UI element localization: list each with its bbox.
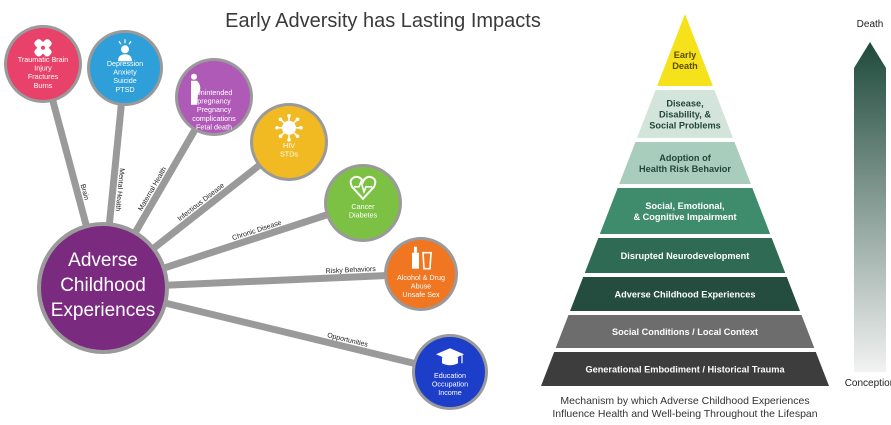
pyramid-level-label: Health Risk Behavior [639, 164, 731, 174]
bubble-text-line: Diabetes [349, 211, 378, 220]
outcome-bubbles: Traumatic BrainInjuryFracturesBurnsDepre… [4, 25, 488, 410]
bubble-fill [327, 167, 399, 239]
pyramid-level-band [555, 315, 815, 348]
pyramid-level-label: Early [674, 50, 697, 60]
pyramid-level-label: Death [672, 61, 698, 71]
pyramid-level-label: Adoption of [659, 153, 711, 163]
bubble-maternal-health: UnintendedpregnancyPregnancycomplication… [175, 58, 253, 136]
bubble-text-line: Cancer [351, 202, 375, 211]
bubble-text-line: Pregnancy [197, 105, 232, 114]
pyramid-level-label: Adverse Childhood Experiences [615, 290, 756, 300]
pyramid-level-band [541, 352, 829, 386]
hub-text-line: Experiences [51, 300, 156, 321]
lifespan-gradient-arrow [854, 42, 886, 372]
bubble-fill [415, 337, 485, 407]
spoke-label: Mental Health [114, 168, 125, 212]
pyramid-level-label: Disease, [666, 99, 703, 109]
hub-fill [41, 226, 165, 350]
bubble-text-line: Fetal death [196, 122, 232, 131]
bubble-text-line: Unsafe Sex [402, 290, 440, 299]
drinks-icon [412, 246, 432, 270]
pyramid-level-label: Social Conditions / Local Context [612, 327, 758, 337]
pyramid-level: Generational Embodiment / Historical Tra… [541, 352, 829, 386]
hub-text-line: Adverse [68, 250, 138, 271]
bubble-text-line: Income [438, 388, 462, 397]
bubble-text-line: Suicide [113, 76, 137, 85]
hub-text-line: Childhood [60, 275, 146, 296]
caption-line-2: Influence Health and Well-being Througho… [552, 408, 817, 420]
bubble-text-line: PTSD [115, 85, 134, 94]
bubble-text-line: Unintended [196, 88, 233, 97]
bubble-fill [7, 28, 79, 100]
spoke-label: Infectious Disease [177, 182, 226, 223]
pyramid-level-label: Social Problems [649, 121, 721, 131]
bubble-text-line: Fractures [28, 72, 59, 81]
pyramid-level-band [599, 188, 771, 234]
bubble-text-line: Occupation [432, 380, 468, 389]
pyramid-level: Social Conditions / Local Context [555, 315, 815, 348]
spoke-label: Brain [79, 183, 90, 201]
bubble-text-line: Traumatic Brain [18, 55, 68, 64]
pyramid-level-label: & Cognitive Impairment [633, 212, 736, 222]
graduation-cap-icon [436, 348, 464, 366]
bubble-text-line: pregnancy [197, 97, 231, 106]
bubble-fill [387, 240, 455, 308]
bubble-fill [90, 33, 160, 103]
bubble-text-line: Anxiety [113, 68, 137, 77]
pyramid-level-band [637, 90, 733, 138]
bubble-text-line: Alcohol & Drug [397, 273, 445, 282]
bubble-text-line: Education [434, 371, 466, 380]
pyramid-level: Disrupted Neurodevelopment [584, 238, 786, 273]
pregnant-woman-icon [191, 73, 201, 105]
bubble-fill [253, 106, 325, 178]
pyramid-level-band [584, 238, 786, 273]
bubble-text-line: Depression [107, 59, 143, 68]
bubble-text-line: STDs [280, 150, 298, 159]
virus-icon [275, 114, 303, 142]
pyramid-level-band [570, 277, 800, 311]
bubble-text-line: HIV [283, 141, 295, 150]
bubble-text-line: Abuse [411, 282, 431, 291]
pyramid-level-band [619, 142, 751, 184]
pyramid-level-label: Social, Emotional, [645, 201, 724, 211]
bubble-text-line: Burns [34, 81, 53, 90]
lifespan-arrow: Death Conception [845, 19, 891, 389]
spoke-label: Risky Behaviors [326, 266, 377, 275]
heart-pulse-icon [349, 175, 377, 201]
bubble-text-line: complications [192, 114, 236, 123]
death-label: Death [857, 19, 884, 30]
bandage-icon [34, 39, 52, 57]
bubble-text-line: Injury [34, 64, 52, 73]
main-title: Early Adversity has Lasting Impacts [225, 10, 541, 32]
pyramid-level: Disease,Disability, &Social Problems [637, 90, 733, 138]
pyramid-caption: Mechanism by which Adverse Childhood Exp… [552, 395, 817, 420]
pyramid-level-label: Disrupted Neurodevelopment [621, 251, 750, 261]
pyramid-level: Adverse Childhood Experiences [570, 277, 800, 311]
caption-line-1: Mechanism by which Adverse Childhood Exp… [560, 395, 809, 407]
conception-label: Conception [845, 378, 891, 389]
pyramid-level-label: Disability, & [659, 110, 711, 120]
pyramid-level-band [657, 14, 713, 86]
person-icon [118, 39, 132, 62]
pyramid-level-label: Generational Embodiment / Historical Tra… [585, 365, 785, 375]
pyramid-level: Social, Emotional,& Cognitive Impairment [599, 188, 771, 234]
